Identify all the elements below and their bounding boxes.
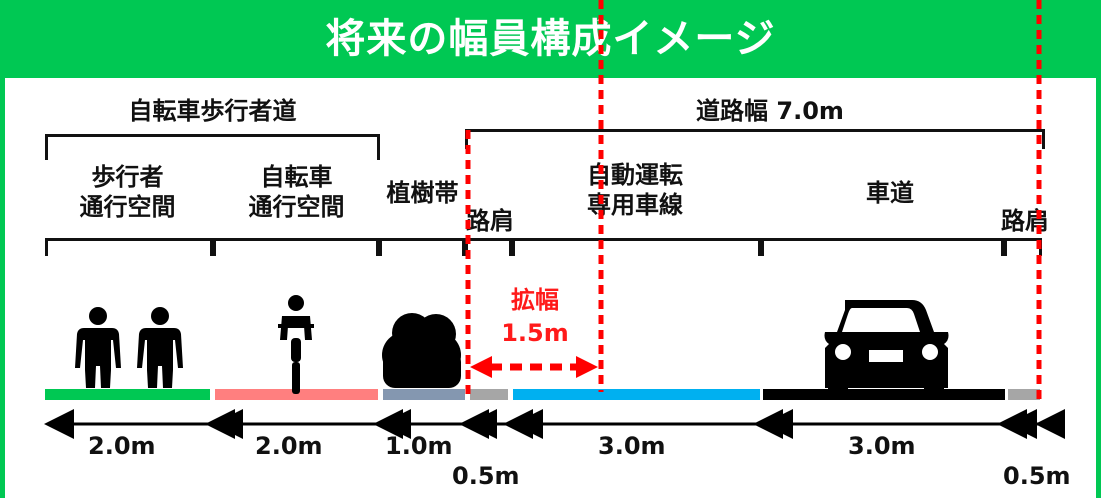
cyclist-icon: [278, 295, 314, 394]
surface-autonomous-lane: [513, 389, 760, 400]
frame-border-right: [1096, 78, 1101, 498]
surface-pedestrian: [45, 389, 210, 400]
surface-planting: [383, 389, 465, 400]
dimension-shoulder-left: 0.5m: [452, 462, 520, 490]
surface-shoulder-left: [470, 389, 508, 400]
zone-label-shoulder-left: 路肩: [466, 207, 514, 235]
zone-bracket-pedestrian: [45, 238, 213, 256]
surface-bicycle: [215, 389, 378, 400]
widening-arrow: [470, 356, 598, 378]
frame-border-left: [0, 78, 5, 498]
widening-value: 1.5m: [501, 319, 569, 347]
dimension-shoulder-right: 0.5m: [1003, 462, 1071, 490]
widening-label: 拡幅: [511, 286, 559, 314]
zone-label-pedestrian: 歩行者 通行空間: [79, 163, 176, 221]
sidewalk-bracket: [45, 134, 380, 160]
road-width-label: 道路幅 7.0m: [696, 97, 844, 125]
zone-label-roadway: 車道: [866, 179, 914, 207]
widening-boundary-lines: [465, 0, 1042, 400]
zone-bracket-bicycle: [213, 238, 379, 256]
pedestrian-icon: [75, 307, 121, 388]
zone-bracket-planting: [379, 238, 465, 256]
surface-roadway: [763, 389, 1005, 400]
zone-label-bicycle: 自転車 通行空間: [248, 163, 345, 221]
zone-bracket-shoulder-left: [465, 238, 512, 256]
pedestrian-icon: [137, 307, 183, 388]
surface-shoulder-right: [1008, 389, 1040, 400]
zone-bracket-autonomous-lane: [512, 238, 761, 256]
sidewalk-group-label: 自転車歩行者道: [128, 97, 297, 125]
zone-bracket-roadway: [761, 238, 1004, 256]
zone-label-planting: 植樹帯: [386, 179, 459, 207]
page-title: 将来の幅員構成イメージ: [0, 0, 1101, 78]
tree-icon: [382, 313, 461, 388]
car-icon: [824, 300, 949, 394]
